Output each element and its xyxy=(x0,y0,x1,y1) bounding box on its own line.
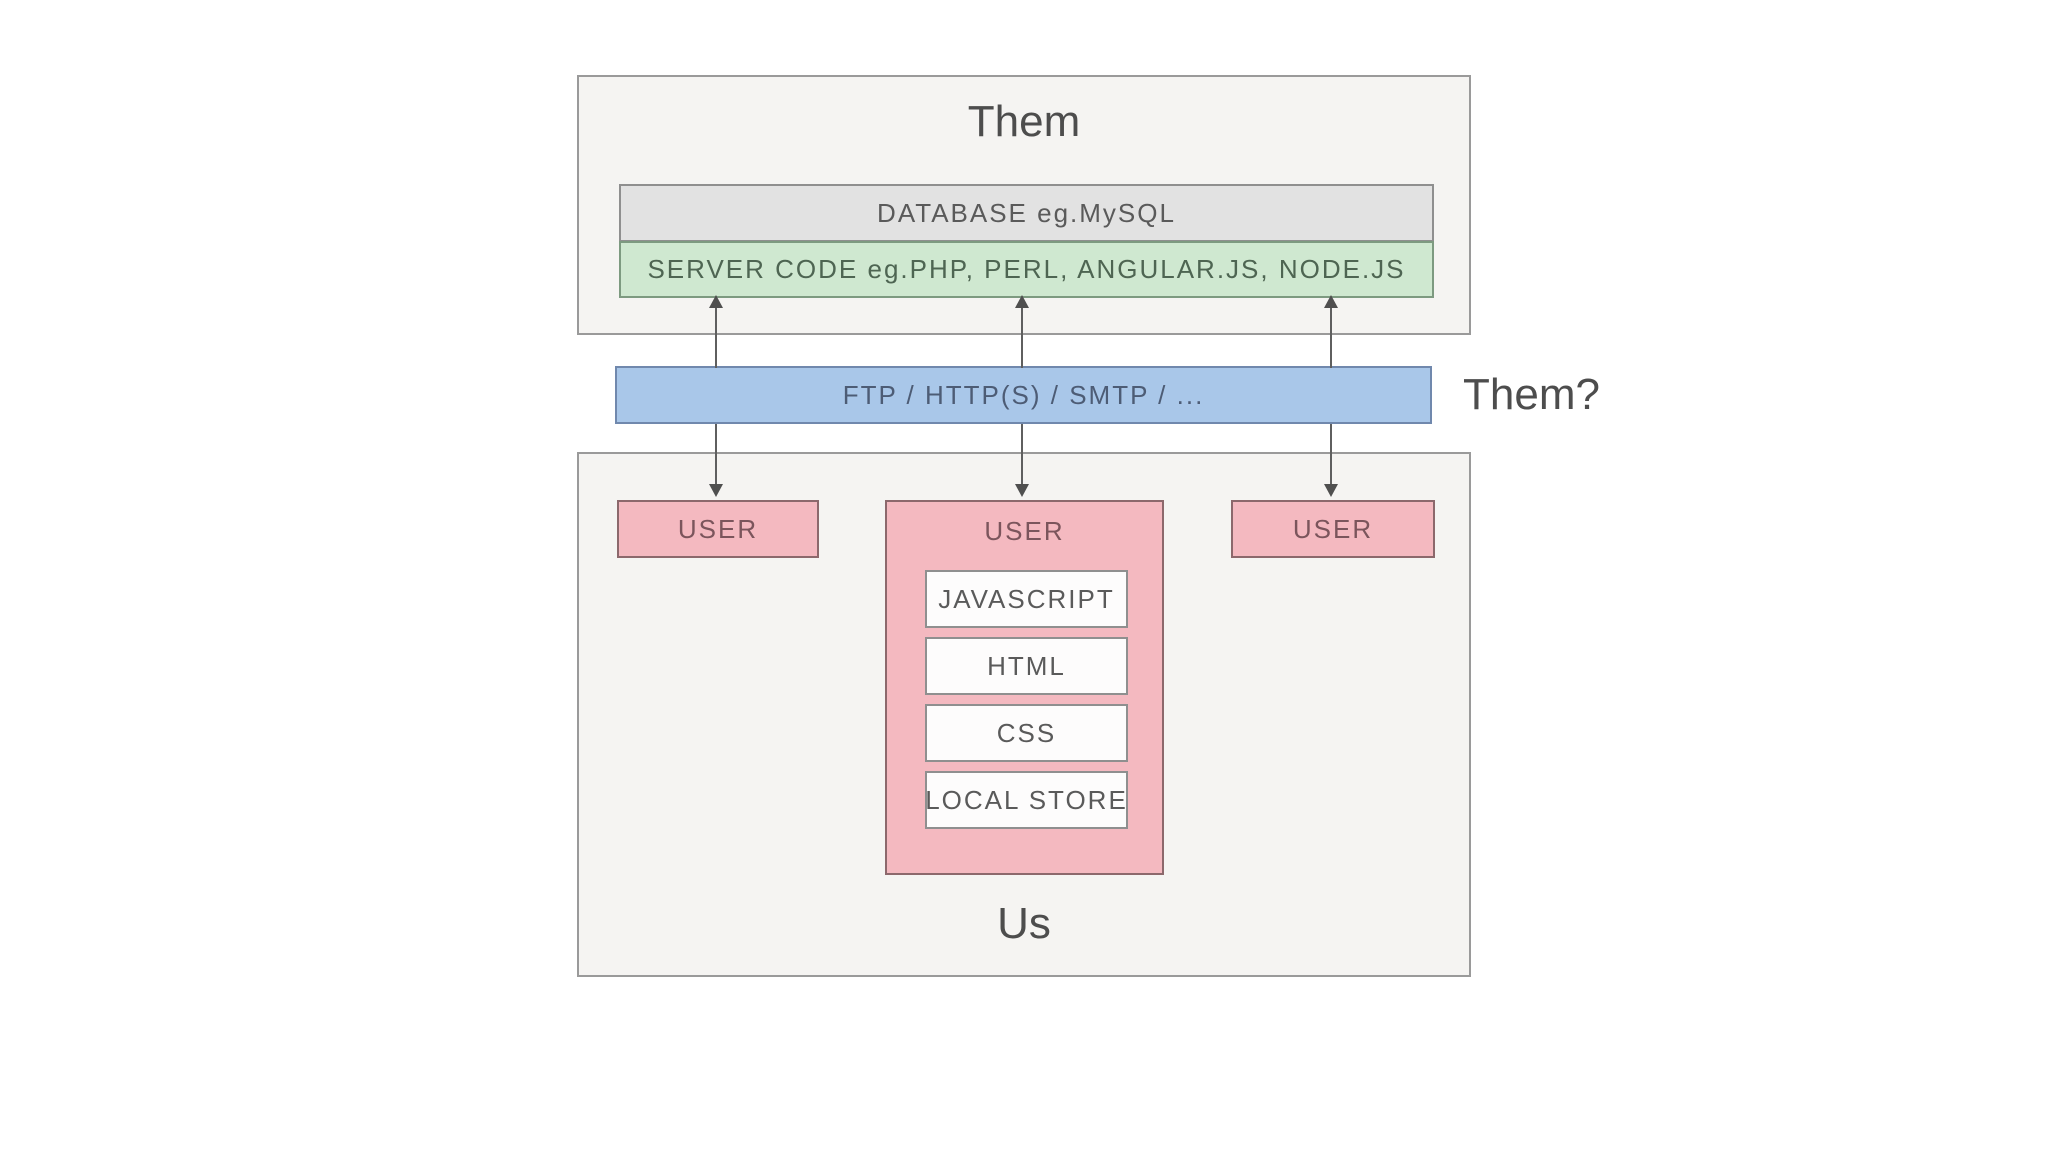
user-box-right: USER xyxy=(1231,500,1435,558)
us-title: Us xyxy=(997,899,1051,948)
user-box-center-label: USER xyxy=(984,515,1065,546)
database-bar: DATABASE eg.MySQL xyxy=(619,184,1434,242)
client-stack-item-html: HTML xyxy=(925,637,1128,695)
user-box-left: USER xyxy=(617,500,819,558)
server-code-bar: SERVER CODE eg.PHP, PERL, ANGULAR.JS, NO… xyxy=(619,241,1434,298)
them-panel: Them DATABASE eg.MySQL SERVER CODE eg.PH… xyxy=(577,75,1471,335)
user-box-center: USER JAVASCRIPT HTML CSS LOCAL STORE xyxy=(885,500,1164,875)
client-stack-item-local-store: LOCAL STORE xyxy=(925,771,1128,829)
them-question-label: Them? xyxy=(1463,370,1600,419)
client-stack-item-javascript: JAVASCRIPT xyxy=(925,570,1128,628)
transport-protocols-bar: FTP / HTTP(S) / SMTP / ... xyxy=(615,366,1432,424)
us-panel: USER USER JAVASCRIPT HTML CSS LOCAL STOR… xyxy=(577,452,1471,977)
them-title: Them xyxy=(967,97,1081,146)
client-stack-item-css: CSS xyxy=(925,704,1128,762)
